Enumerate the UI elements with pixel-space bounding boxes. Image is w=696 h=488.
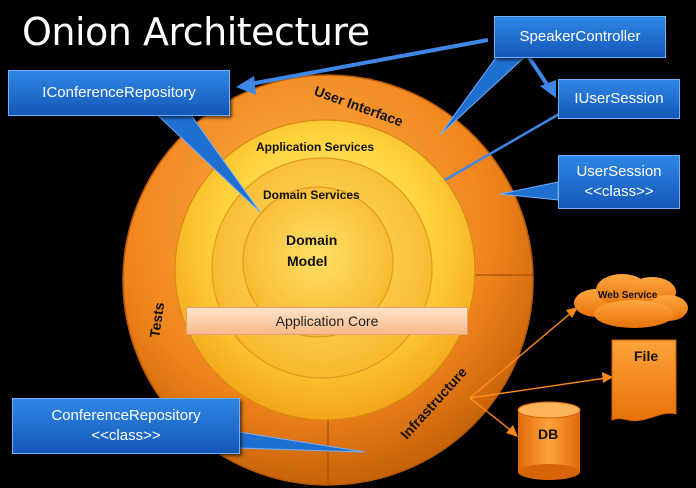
iconference-repository-callout: IConferenceRepository [8, 70, 230, 116]
speaker-pointer [439, 51, 532, 136]
db-cylinder [517, 401, 581, 480]
file-label: File [634, 348, 659, 364]
application-services-label: Application Services [256, 140, 375, 154]
iconference-repository-label: IConferenceRepository [42, 84, 196, 101]
conference-repository-label: ConferenceRepository [51, 407, 201, 424]
iuser-session-label: IUserSession [574, 90, 664, 107]
infra-to-db-head [506, 425, 518, 437]
user-session-label: UserSession [576, 163, 662, 180]
infra-to-db [469, 397, 514, 433]
domain-services-label: Domain Services [263, 188, 360, 202]
speaker-to-ui-arrowhead [236, 76, 256, 95]
iuser-session-callout: IUserSession [558, 79, 680, 119]
speaker-to-iusersession-arrowhead [540, 80, 556, 98]
conference-repository-stereotype: <<class>> [91, 427, 161, 444]
web-service-cloud [574, 274, 688, 328]
application-core-bar: Application Core [186, 307, 468, 335]
domain-model-label-line1: Domain [286, 232, 338, 248]
infra-to-webservice-head [566, 307, 578, 318]
speaker-to-ui-arrow [244, 38, 489, 87]
speaker-controller-callout: SpeakerController [494, 16, 666, 58]
user-session-stereotype: <<class>> [584, 183, 654, 200]
speaker-to-iusersession-arrow [526, 54, 550, 88]
speaker-controller-label: SpeakerController [519, 28, 641, 45]
infra-to-file [469, 377, 607, 399]
user-session-callout: UserSession <<class>> [558, 155, 680, 209]
domain-model-label-line2: Model [287, 253, 328, 269]
infra-to-webservice [469, 311, 573, 399]
file-document [611, 339, 677, 422]
iusersession-to-core-arrow [444, 108, 567, 182]
domain-model-core [242, 186, 394, 338]
db-label: DB [538, 426, 559, 442]
application-core-label: Application Core [275, 313, 379, 329]
conference-repository-callout: ConferenceRepository <<class>> [12, 398, 240, 454]
infra-to-file-head [602, 372, 613, 383]
web-service-label: Web Service [598, 290, 658, 301]
slide-title: Onion Architecture [22, 10, 370, 54]
